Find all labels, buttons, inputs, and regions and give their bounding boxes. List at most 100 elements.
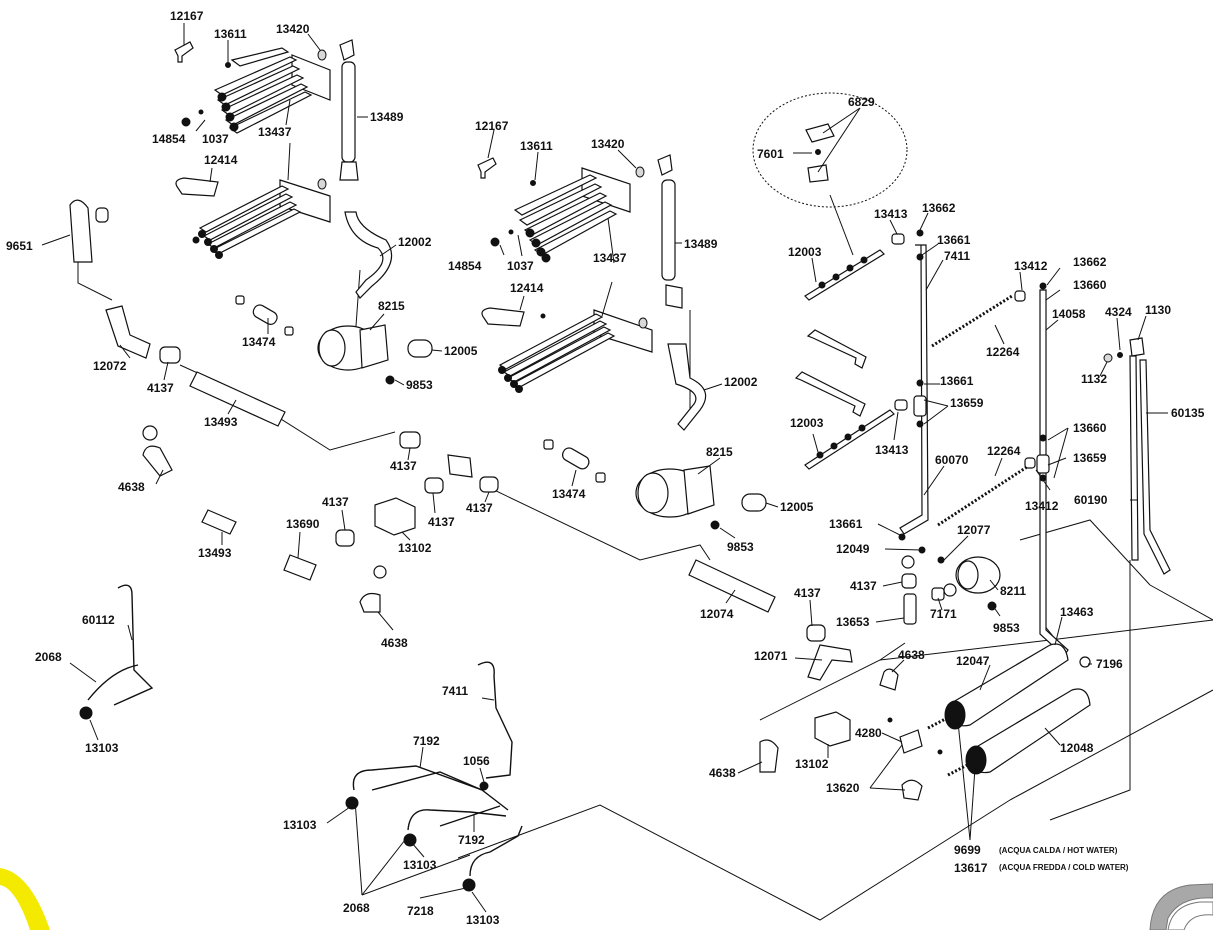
upper-left-assembly	[174, 39, 433, 385]
part-label: 8215	[706, 445, 733, 459]
part-label: 60112	[82, 613, 115, 627]
part-label: 12049	[836, 542, 870, 556]
center-upper-assembly	[477, 154, 767, 530]
part-label: 13103	[403, 858, 437, 872]
part-label: 13660	[1073, 421, 1107, 435]
cold-water-note: (ACQUA FREDDA / COLD WATER)	[999, 863, 1129, 872]
hot-water-note: (ACQUA CALDA / HOT WATER)	[999, 846, 1118, 855]
part-label: 13611	[214, 27, 247, 41]
part-label: 7411	[442, 684, 468, 698]
part-label: 14854	[448, 259, 482, 273]
part-label: 9853	[727, 540, 754, 554]
part-label: 9699	[954, 843, 981, 857]
part-label: 9853	[406, 378, 433, 392]
part-label: 4324	[1105, 305, 1132, 319]
part-label: 13437	[593, 251, 627, 265]
part-label: 13617	[954, 861, 988, 875]
part-label: 60135	[1171, 406, 1205, 420]
part-label: 14854	[152, 132, 186, 146]
part-label: 12047	[956, 654, 990, 668]
part-label: 1037	[202, 132, 229, 146]
brand-logo-icon	[1149, 883, 1213, 930]
part-label: 60190	[1074, 493, 1108, 507]
part-label: 8215	[378, 299, 405, 313]
center-lower-piping	[345, 559, 899, 896]
part-label: 7192	[413, 734, 440, 748]
part-label: 13493	[204, 415, 238, 429]
part-label: 4638	[381, 636, 408, 650]
part-label: 2068	[35, 650, 62, 664]
part-label: 13659	[1073, 451, 1107, 465]
part-label: 8211	[1000, 584, 1026, 598]
part-label: 2068	[343, 901, 370, 915]
part-label: 4137	[794, 586, 821, 600]
part-label: 13620	[826, 781, 860, 795]
part-label: 4137	[850, 579, 877, 593]
part-label: 12074	[700, 607, 734, 621]
part-label: 12414	[510, 281, 544, 295]
part-label: 13661	[940, 374, 974, 388]
part-label: 13661	[829, 517, 863, 531]
leader-lines	[41, 23, 1168, 913]
part-label: 13103	[283, 818, 317, 832]
part-label: 12005	[780, 500, 814, 514]
part-label: 1037	[507, 259, 534, 273]
part-label: 13413	[874, 207, 908, 221]
part-label: 12003	[788, 245, 822, 259]
part-label: 7411	[944, 249, 970, 263]
part-label: 13662	[1073, 255, 1107, 269]
part-label: 13102	[398, 541, 432, 555]
part-label: 13474	[242, 335, 276, 349]
part-label: 14058	[1052, 307, 1086, 321]
part-label: 12071	[754, 649, 788, 663]
part-label: 1056	[463, 754, 490, 768]
part-label: 13662	[922, 201, 956, 215]
part-label: 4137	[428, 515, 455, 529]
part-label: 4137	[147, 381, 174, 395]
part-label: 4137	[390, 459, 417, 473]
part-label: 13489	[370, 110, 404, 124]
part-label: 6829	[848, 95, 875, 109]
part-label: 4638	[709, 766, 736, 780]
part-label: 4638	[898, 648, 925, 662]
part-label: 12048	[1060, 741, 1094, 755]
part-label: 9853	[993, 621, 1020, 635]
part-label: 12077	[957, 523, 991, 537]
part-label: 13463	[1060, 605, 1094, 619]
right-assembly	[752, 92, 1171, 801]
part-label: 13660	[1073, 278, 1107, 292]
left-piping	[69, 199, 499, 720]
part-label: 13493	[198, 546, 232, 560]
part-label: 1132	[1081, 372, 1107, 386]
part-label: 60070	[935, 453, 969, 467]
part-label: 12002	[398, 235, 432, 249]
part-label: 13659	[950, 396, 984, 410]
part-label: 12167	[475, 119, 509, 133]
part-label: 7171	[930, 607, 957, 621]
part-label: 13611	[520, 139, 553, 153]
part-label: 1130	[1145, 303, 1171, 317]
part-label: 7218	[407, 904, 434, 918]
part-label: 12003	[790, 416, 824, 430]
part-label: 12264	[987, 444, 1021, 458]
part-label: 12414	[204, 153, 238, 167]
part-label: 13102	[795, 757, 829, 771]
part-label: 7196	[1096, 657, 1123, 671]
part-label: 12005	[444, 344, 478, 358]
part-label: 4137	[466, 501, 493, 515]
part-label: 12002	[724, 375, 758, 389]
part-label: 4280	[855, 726, 882, 740]
part-label: 13437	[258, 125, 292, 139]
part-label: 13653	[836, 615, 870, 629]
part-label: 7601	[757, 147, 784, 161]
part-label: 13420	[276, 22, 310, 36]
part-label: 13412	[1025, 499, 1059, 513]
part-label: 12072	[93, 359, 127, 373]
part-number-labels: 12167 13611 13420 13489 14854 1037 13437…	[6, 9, 1205, 927]
part-label: 13690	[286, 517, 320, 531]
part-label: 13103	[85, 741, 119, 755]
part-label: 13103	[466, 913, 500, 927]
part-label: 13474	[552, 487, 586, 501]
part-label: 4638	[118, 480, 145, 494]
